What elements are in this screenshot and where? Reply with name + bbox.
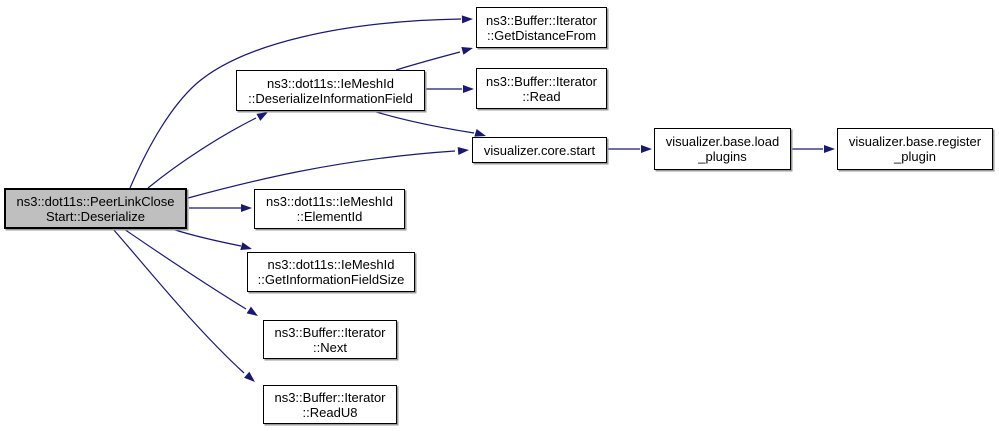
arrowhead-deserialize-readU8	[244, 371, 255, 382]
node-coreStart[interactable]: visualizer.core.start	[472, 137, 607, 163]
edge-deserialize-next	[123, 228, 247, 310]
node-label-line: ::Next	[313, 339, 347, 355]
node-label-line: ns3::dot11s::IeMeshId	[267, 75, 394, 91]
node-label-line: ns3::Buffer::Iterator	[485, 12, 598, 28]
node-label-line: ns3::Buffer::Iterator	[274, 389, 386, 405]
node-label-line: visualizer.base.register	[848, 134, 982, 149]
node-read[interactable]: ns3::Buffer::Iterator::Read	[476, 68, 607, 109]
arrowhead-deserializeInfoField-getDistanceFrom	[461, 46, 473, 55]
node-elementId[interactable]: ns3::dot11s::IeMeshId::ElementId	[254, 189, 405, 229]
arrowhead-deserialize-deserializeInfoField	[256, 112, 268, 121]
node-registerPlugin[interactable]: visualizer.base.register_plugin	[837, 128, 993, 170]
node-label-line: ::GetDistanceFrom	[486, 27, 597, 43]
node-label-line: _plugins	[698, 149, 747, 164]
node-label-line: ::ReadU8	[302, 404, 358, 420]
arrowhead-deserialize-elementId	[241, 204, 252, 212]
node-next[interactable]: ns3::Buffer::Iterator::Next	[263, 320, 397, 359]
edge-deserialize-readU8	[112, 228, 245, 374]
node-label-line: ::GetInformationFieldSize	[257, 272, 405, 287]
node-getDistanceFrom[interactable]: ns3::Buffer::Iterator::GetDistanceFrom	[476, 7, 607, 48]
edge-deserializeInfoField-getDistanceFrom	[395, 51, 461, 71]
node-label-line: visualizer.core.start	[483, 142, 596, 158]
node-label-line: ns3::dot11s::IeMeshId	[266, 194, 393, 209]
edge-deserializeInfoField-coreStart	[372, 110, 475, 134]
edge-deserialize-getInfoFieldSize	[171, 228, 242, 247]
node-label-line: ns3::dot11s::PeerLinkClose	[16, 193, 175, 209]
node-getInfoFieldSize[interactable]: ns3::dot11s::IeMeshId::GetInformationFie…	[247, 252, 415, 292]
node-label-line: _plugin	[894, 149, 936, 164]
arrowhead-deserializeInfoField-read	[463, 85, 474, 93]
arrowhead-deserialize-coreStart	[457, 146, 469, 155]
arrowhead-loadPlugins-registerPlugin	[824, 145, 835, 153]
edge-deserialize-getDistanceFrom	[129, 18, 462, 189]
node-label-line: visualizer.base.load	[665, 134, 780, 149]
edge-deserialize-coreStart	[187, 150, 456, 199]
node-label-line: ::Read	[522, 88, 561, 104]
node-label-line: ns3::Buffer::Iterator	[485, 73, 598, 89]
node-label-line: ns3::Buffer::Iterator	[274, 324, 386, 340]
node-label-line: ns3::dot11s::IeMeshId	[267, 257, 395, 272]
arrowhead-coreStart-loadPlugins	[641, 145, 652, 153]
arrowhead-deserialize-getDistanceFrom	[461, 15, 473, 24]
node-label-line: ::DeserializeInformationField	[248, 90, 413, 106]
arrowhead-deserializeInfoField-coreStart	[474, 128, 486, 137]
node-loadPlugins[interactable]: visualizer.base.load_plugins	[654, 128, 791, 170]
node-label-line: ::ElementId	[296, 209, 363, 224]
edge-deserialize-deserializeInfoField	[147, 117, 257, 189]
node-deserializeInfoField[interactable]: ns3::dot11s::IeMeshId::DeserializeInform…	[236, 70, 425, 111]
node-readU8[interactable]: ns3::Buffer::Iterator::ReadU8	[263, 385, 397, 424]
node-label-line: Start::Deserialize	[46, 208, 145, 224]
arrowhead-deserialize-next	[246, 306, 258, 316]
arrowhead-deserialize-getInfoFieldSize	[240, 242, 252, 251]
